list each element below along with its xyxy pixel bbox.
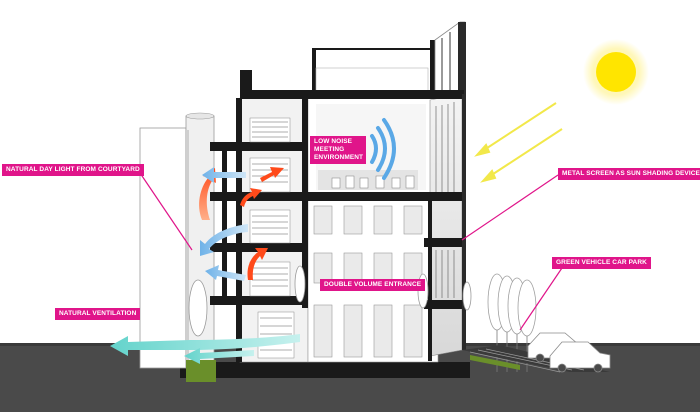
basement-slab bbox=[180, 362, 470, 378]
sunlight-arrow-icon bbox=[474, 102, 563, 183]
label-car-park: GREEN VEHICLE CAR PARK bbox=[552, 257, 651, 269]
label-natural-ventilation: NATURAL VENTILATION bbox=[55, 308, 141, 320]
label-metal-screen: METAL SCREEN AS SUN SHADING DEVICE bbox=[558, 168, 700, 180]
label-meeting-environment: LOW NOISE MEETING ENVIRONMENT bbox=[310, 136, 366, 164]
roof-structure bbox=[240, 21, 466, 100]
sun-icon bbox=[583, 39, 649, 105]
ventilation-arrow bbox=[110, 334, 300, 364]
label-double-entrance: DOUBLE VOLUME ENTRANCE bbox=[320, 279, 426, 291]
label-courtyard-daylight: NATURAL DAY LIGHT FROM COURTYARD bbox=[2, 164, 144, 176]
trees bbox=[487, 273, 537, 372]
airflow-arrow-icon bbox=[200, 167, 248, 281]
building-body bbox=[210, 90, 466, 363]
canopies bbox=[188, 265, 472, 337]
label-leader-lines bbox=[137, 169, 565, 331]
sound-waves-icon bbox=[370, 118, 396, 180]
cars bbox=[527, 332, 611, 373]
